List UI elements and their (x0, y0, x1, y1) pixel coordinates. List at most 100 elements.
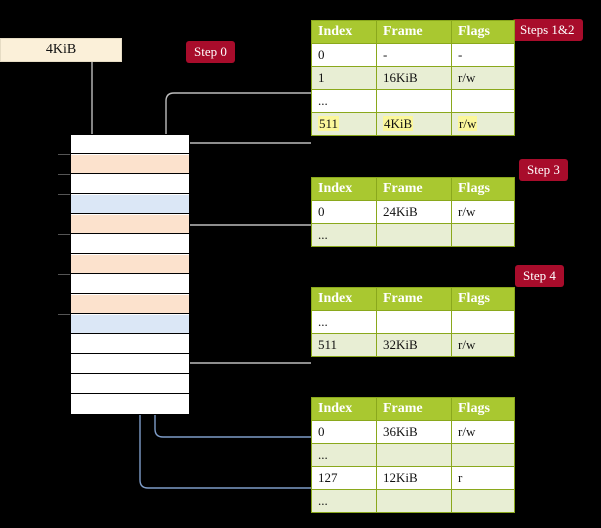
memory-tick-7 (58, 274, 70, 275)
cell-index: ... (311, 443, 377, 467)
table-row: ... (311, 223, 515, 247)
table-row: ... (311, 489, 515, 513)
cell-flags (451, 443, 515, 467)
memory-row-8 (71, 275, 189, 294)
column-header-frame: Frame (376, 177, 452, 201)
memory-tick-1 (58, 154, 70, 155)
cell-index: 0 (311, 43, 377, 67)
cell-flags: r/w (451, 200, 515, 224)
memory-row-10 (71, 315, 189, 334)
column-header-index: Index (311, 20, 377, 44)
cell-frame: 12KiB (376, 466, 452, 490)
memory-row-9 (71, 295, 189, 314)
column-header-frame: Frame (376, 397, 452, 421)
table-row: ... (311, 443, 515, 467)
table-row: ... (311, 310, 515, 334)
cell-flags: r/w (451, 333, 515, 357)
column-header-index: Index (311, 177, 377, 201)
highlighted-value: 4KiB (383, 116, 414, 131)
column-header-flags: Flags (451, 20, 515, 44)
cell-frame: 36KiB (376, 420, 452, 444)
column-header-frame: Frame (376, 287, 452, 311)
cell-frame (376, 443, 452, 467)
cell-index: 1 (311, 66, 377, 90)
memory-row-11 (71, 335, 189, 354)
cell-index: ... (311, 489, 377, 513)
memory-row-1 (71, 135, 189, 154)
column-header-flags: Flags (451, 397, 515, 421)
wire-step4 (173, 321, 311, 364)
cell-frame: - (376, 43, 452, 67)
memory-row-7 (71, 255, 189, 274)
step-badge-step-4: Step 4 (515, 265, 564, 287)
step-badge-step-0: Step 0 (186, 41, 235, 63)
highlighted-value: r/w (458, 116, 478, 131)
cell-frame: 16KiB (376, 66, 452, 90)
table-row: 511 4KiB r/w (311, 112, 515, 136)
memory-row-2 (71, 155, 189, 174)
cell-index: 0 (311, 200, 377, 224)
memory-row-4 (71, 195, 189, 214)
cell-flags (451, 223, 515, 247)
cell-flags (451, 89, 515, 113)
cell-flags (451, 489, 515, 513)
column-header-flags: Flags (451, 177, 515, 201)
memory-tick-3 (58, 194, 70, 195)
memory-row-14 (71, 395, 189, 414)
physical-memory-column (70, 134, 190, 415)
cell-index: ... (311, 223, 377, 247)
memory-row-13 (71, 375, 189, 394)
table-row: 0-- (311, 43, 515, 67)
highlighted-value: 511 (318, 116, 340, 131)
column-header-index: Index (311, 287, 377, 311)
wire-step3 (179, 224, 311, 262)
column-header-frame: Frame (376, 20, 452, 44)
cell-frame (376, 489, 452, 513)
source-frame-label: 4KiB (45, 42, 77, 57)
step-badge-steps-1-2: Steps 1&2 (512, 19, 583, 41)
cell-index: 511 (311, 112, 377, 136)
memory-row-12 (71, 355, 189, 374)
memory-row-3 (71, 175, 189, 194)
column-header-index: Index (311, 397, 377, 421)
cell-flags: r/w (451, 420, 515, 444)
cell-index: 127 (311, 466, 377, 490)
cell-index: ... (311, 310, 377, 334)
cell-index: 511 (311, 333, 377, 357)
memory-row-5 (71, 215, 189, 234)
cell-frame: 32KiB (376, 333, 452, 357)
source-frame-box: 4KiB (0, 38, 122, 62)
cell-frame: 24KiB (376, 200, 452, 224)
cell-index: 0 (311, 420, 377, 444)
cell-frame (376, 310, 452, 334)
memory-row-6 (71, 235, 189, 254)
memory-tick-5 (58, 234, 70, 235)
cell-frame (376, 223, 452, 247)
cell-flags: r/w (451, 112, 515, 136)
memory-tick-9 (58, 314, 70, 315)
cell-frame (376, 89, 452, 113)
cell-flags (451, 310, 515, 334)
memory-tick-2 (58, 174, 70, 175)
cell-flags: - (451, 43, 515, 67)
step-badge-step-3: Step 3 (519, 159, 568, 181)
table-row: ... (311, 89, 515, 113)
cell-flags: r (451, 466, 515, 490)
column-header-flags: Flags (451, 287, 515, 311)
cell-flags: r/w (451, 66, 515, 90)
cell-frame: 4KiB (376, 112, 452, 136)
